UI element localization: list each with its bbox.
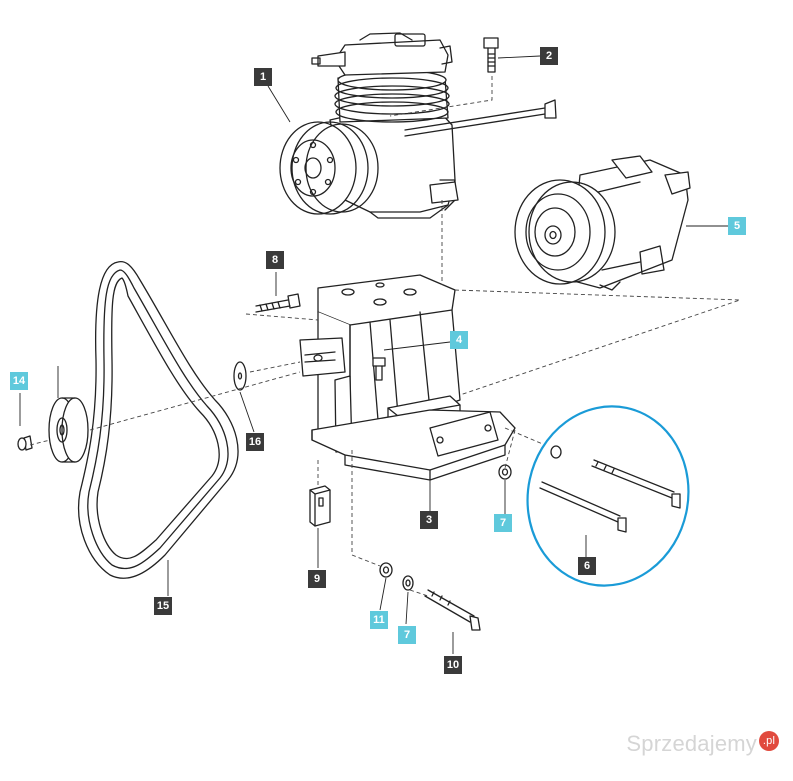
- callout-10: 10: [444, 656, 462, 674]
- watermark-text: Sprzedajemy: [626, 731, 757, 756]
- idler-pulley: [17, 397, 89, 463]
- leader-lines: [19, 55, 728, 654]
- callout-16: 16: [246, 433, 264, 451]
- callout-11: 11: [370, 611, 388, 629]
- long-bolts-part-6: [539, 445, 681, 533]
- watermark: Sprzedajemy.pl: [626, 731, 779, 757]
- washer-part-16: [233, 361, 247, 391]
- callout-15: 15: [154, 597, 172, 615]
- air-compressor: [279, 32, 557, 219]
- watermark-badge: .pl: [759, 731, 779, 751]
- bolt-part-2: [483, 37, 499, 73]
- bolt-part-8: [255, 293, 301, 313]
- highlight-circle: [526, 405, 690, 587]
- drive-belt: [78, 260, 239, 579]
- callout-8: 8: [266, 251, 284, 269]
- callout-4: 4: [450, 331, 468, 349]
- callout-5: 5: [728, 217, 746, 235]
- callout-7-bottom: 7: [398, 626, 416, 644]
- spacer-block-part-9: [309, 485, 331, 527]
- ac-compressor: [514, 155, 691, 291]
- alignment-lines: [29, 76, 741, 597]
- washer-part-7-right: [498, 464, 512, 480]
- callout-1: 1: [254, 68, 272, 86]
- mounting-bracket: [299, 274, 516, 481]
- callout-3: 3: [420, 511, 438, 529]
- callout-6: 6: [578, 557, 596, 575]
- callout-7-right: 7: [494, 514, 512, 532]
- bolt-part-10: [424, 589, 481, 631]
- washer-part-11: [379, 562, 393, 578]
- callout-14: 14: [10, 372, 28, 390]
- callout-9: 9: [308, 570, 326, 588]
- callout-2: 2: [540, 47, 558, 65]
- washer-part-7-bottom: [402, 575, 414, 591]
